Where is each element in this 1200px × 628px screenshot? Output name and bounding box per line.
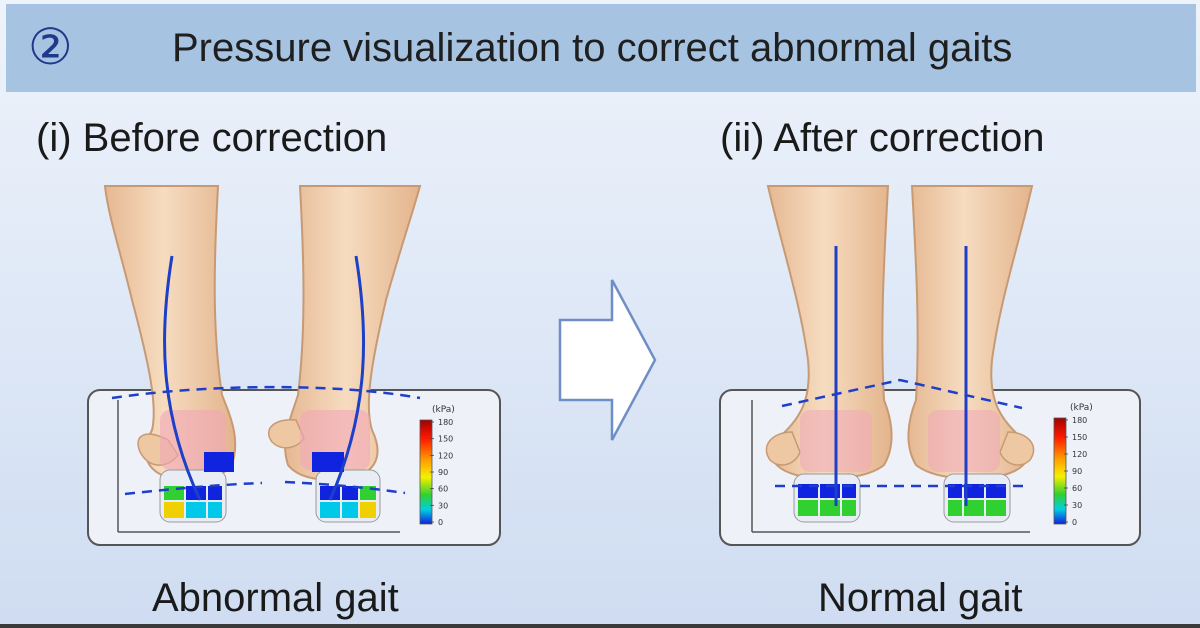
before-left-lower-dashed-line [124, 481, 263, 496]
before-right-lower-dashed-line [284, 480, 406, 495]
after-right-ankle [999, 431, 1035, 466]
after-scale-ticks: 180 150 120 90 60 30 0 [1064, 416, 1087, 527]
transition-arrow [558, 279, 657, 441]
before-upper-dashed-line [111, 385, 421, 400]
before-right-ankle [267, 419, 305, 449]
scale-tick-label: 150 [1072, 433, 1087, 442]
scale-tick-label: 60 [1072, 484, 1082, 493]
page-title: Pressure visualization to correct abnorm… [172, 26, 1013, 70]
before-heading: (i) Before correction [36, 116, 388, 160]
scale-tick-label: 0 [1072, 518, 1077, 527]
after-left-pressure-map [793, 410, 872, 523]
before-scale-unit: (kPa) [432, 405, 455, 415]
after-scale-unit: (kPa) [1070, 403, 1093, 413]
bottom-border [0, 624, 1200, 628]
after-left-ankle [765, 431, 801, 466]
after-upper-dashed-line [781, 378, 1023, 410]
after-panel: (kPa) 180 150 120 90 60 30 0 [719, 185, 1141, 546]
after-heading: (ii) After correction [720, 116, 1045, 160]
before-panel: (kPa) 180 150 120 90 60 30 0 [87, 185, 501, 546]
scale-tick-label: 90 [438, 468, 448, 477]
scale-tick-label: 180 [438, 418, 453, 427]
before-left-trajectory [163, 255, 202, 501]
before-left-pressure-map [159, 410, 234, 523]
scale-tick-label: 90 [1072, 467, 1082, 476]
scale-tick-label: 30 [1072, 501, 1082, 510]
scale-tick-label: 150 [438, 435, 453, 444]
before-scale-ticks: 180 150 120 90 60 30 0 [430, 418, 453, 527]
scale-tick-label: 30 [438, 501, 448, 510]
scale-tick-label: 120 [1072, 450, 1087, 459]
before-caption: Abnormal gait [152, 576, 399, 620]
scale-tick-label: 60 [438, 485, 448, 494]
scale-tick-label: 0 [438, 518, 443, 527]
scale-tick-label: 180 [1072, 416, 1087, 425]
before-right-trajectory [328, 255, 366, 501]
scale-tick-label: 120 [438, 451, 453, 460]
step-number: ② [28, 18, 73, 76]
header-banner: ② Pressure visualization to correct abno… [6, 4, 1196, 92]
after-caption: Normal gait [818, 576, 1023, 620]
after-right-pressure-map [928, 410, 1011, 523]
